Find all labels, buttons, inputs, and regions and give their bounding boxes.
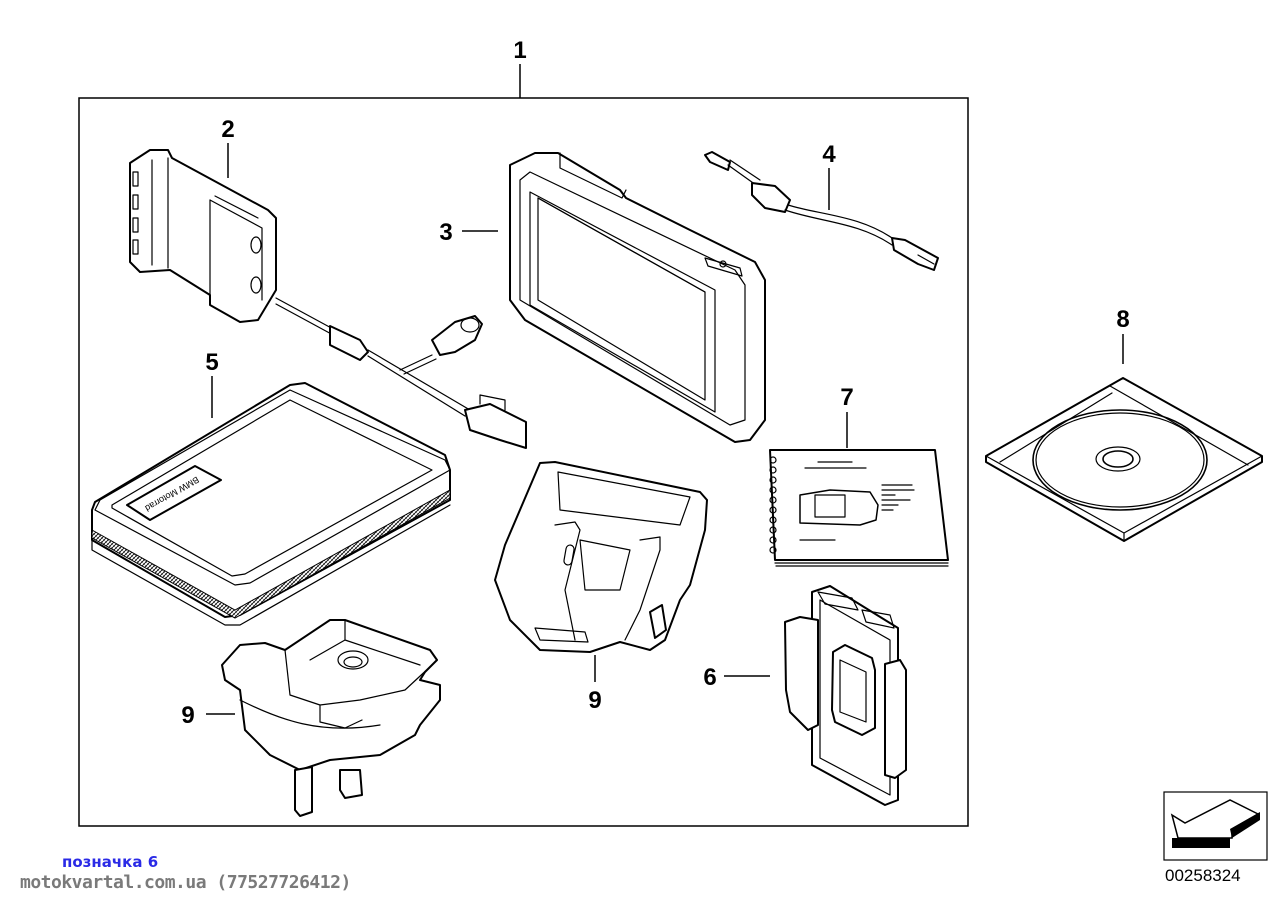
- diagram-number: 00258324: [1165, 866, 1241, 885]
- arrow-orientation-icon: [1163, 791, 1268, 861]
- callout-2[interactable]: 2: [221, 116, 234, 143]
- watermark-label: позначка 6: [62, 853, 159, 871]
- callout-6[interactable]: 6: [703, 664, 716, 691]
- part-operating-manual[interactable]: 7: [769, 384, 949, 567]
- part-holder-plate[interactable]: 6: [703, 585, 907, 806]
- part-cradle-with-cable[interactable]: 2: [129, 116, 527, 449]
- part-mounting-base[interactable]: 9: [181, 619, 441, 817]
- callout-1[interactable]: 1: [513, 37, 526, 64]
- part-carrying-case[interactable]: 5 BMW Motorrad: [91, 349, 451, 626]
- part-cd-rom[interactable]: 8: [985, 306, 1263, 542]
- callout-9-middle[interactable]: 9: [588, 687, 601, 714]
- callout-5[interactable]: 5: [205, 349, 218, 376]
- callout-7[interactable]: 7: [840, 384, 853, 411]
- callout-4[interactable]: 4: [822, 141, 836, 168]
- kit-frame: 1: [78, 37, 969, 827]
- watermark-site[interactable]: motokvartal.com.ua (77527726412): [20, 872, 351, 893]
- part-mounting-bracket[interactable]: 9: [494, 461, 708, 714]
- part-navigation-device[interactable]: 3: [439, 152, 766, 443]
- callout-8[interactable]: 8: [1116, 306, 1129, 333]
- part-usb-cable[interactable]: 4: [704, 141, 939, 271]
- callout-9-left[interactable]: 9: [181, 702, 194, 729]
- callout-3[interactable]: 3: [439, 219, 452, 246]
